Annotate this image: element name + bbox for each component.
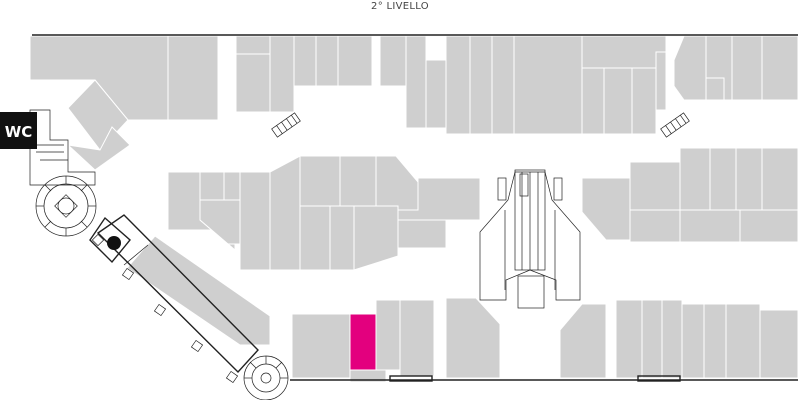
shop-unit[interactable] [349, 369, 387, 383]
entrance-door [637, 375, 681, 382]
stairs-icon[interactable] [271, 112, 301, 138]
stairs-icon[interactable] [660, 112, 690, 138]
shop-unit[interactable] [581, 177, 631, 241]
shop-unit[interactable] [629, 161, 681, 211]
shop-unit[interactable] [445, 35, 471, 135]
shop-unit[interactable] [631, 67, 657, 135]
top-center-left-shop-block [235, 35, 373, 113]
shop-unit[interactable] [353, 205, 399, 271]
left-diagonal-shop-block [96, 214, 271, 374]
shop-unit[interactable] [661, 299, 683, 379]
shop-unit[interactable] [655, 51, 667, 111]
shop-unit[interactable] [425, 59, 447, 129]
shop-unit[interactable] [397, 219, 447, 249]
wc-icon[interactable] [0, 112, 37, 149]
shop-unit[interactable] [469, 35, 493, 135]
spiral-staircase-icon[interactable] [243, 355, 289, 400]
shop-unit[interactable] [337, 35, 373, 87]
shop-unit[interactable] [299, 155, 341, 207]
shop-unit[interactable] [293, 35, 317, 87]
bottom-left-shop-block [291, 297, 501, 383]
shop-unit[interactable] [491, 35, 515, 135]
top-center-shop-block [379, 35, 667, 135]
shop-unit[interactable] [167, 35, 219, 121]
shop-unit[interactable] [329, 205, 355, 271]
shop-unit[interactable] [641, 299, 663, 379]
entrance-door [389, 375, 433, 382]
spiral-staircase-icon[interactable] [35, 175, 97, 237]
wall-markers [121, 267, 239, 384]
shop-unit[interactable] [339, 155, 377, 207]
shop-unit[interactable] [239, 171, 271, 271]
shop-unit[interactable] [761, 35, 799, 101]
shop-unit[interactable] [375, 299, 401, 371]
shop-unit[interactable] [445, 297, 501, 379]
shop-unit[interactable] [399, 299, 435, 377]
elevator-icon[interactable] [89, 216, 131, 264]
shop-unit[interactable] [199, 171, 225, 201]
shop-unit[interactable] [629, 209, 681, 243]
shop-unit[interactable] [725, 303, 761, 379]
shop-unit[interactable] [615, 299, 643, 379]
shop-unit[interactable] [681, 303, 705, 379]
shop-unit[interactable] [291, 313, 351, 379]
middle-left-shop-block [167, 155, 481, 271]
shop-unit[interactable] [703, 303, 727, 379]
top-right-shop-block [673, 35, 799, 101]
shop-unit[interactable] [673, 35, 707, 101]
shop-unit[interactable] [405, 35, 427, 129]
shop-unit[interactable] [379, 35, 407, 87]
shop-unit[interactable] [731, 35, 763, 101]
shop-unit[interactable] [679, 209, 741, 243]
shop-unit[interactable] [199, 199, 241, 245]
shop-unit[interactable] [581, 67, 605, 135]
shop-unit[interactable] [315, 35, 339, 87]
central-escalators[interactable] [479, 169, 581, 309]
shop-unit[interactable] [66, 126, 131, 171]
shop-unit[interactable] [759, 309, 799, 379]
shop-unit[interactable] [705, 77, 725, 101]
shop-unit[interactable] [679, 147, 711, 211]
bottom-right-shop-block [559, 299, 799, 379]
wc-area [29, 109, 96, 186]
shop-unit[interactable] [603, 67, 633, 135]
top-left-shop-block [29, 35, 219, 171]
shop-unit[interactable] [739, 209, 799, 243]
shop-unit[interactable] [299, 205, 331, 271]
shop-unit[interactable] [559, 303, 607, 379]
shop-unit[interactable] [581, 35, 667, 69]
shop-unit[interactable] [761, 147, 799, 211]
shop-unit[interactable] [269, 35, 295, 113]
floor-title: 2° LIVELLO [371, 1, 429, 12]
shop-unit[interactable] [735, 147, 763, 211]
shop-unit[interactable] [709, 147, 737, 211]
highlighted-shop[interactable] [349, 313, 377, 371]
wc-label: WC [5, 123, 33, 141]
shop-unit[interactable] [235, 53, 271, 113]
shop-unit[interactable] [375, 155, 419, 211]
shop-unit[interactable] [513, 35, 583, 135]
shop-unit[interactable] [269, 155, 301, 271]
middle-right-shop-block [581, 147, 799, 243]
